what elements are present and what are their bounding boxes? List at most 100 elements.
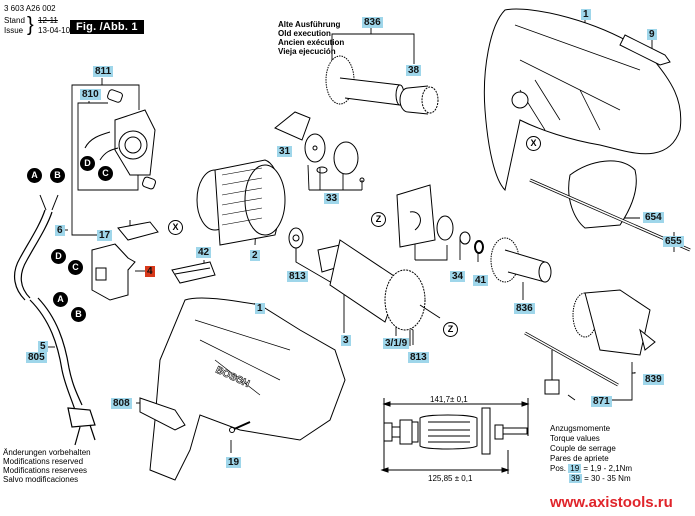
cable-clamp-42: [171, 261, 216, 284]
mod-line-en: Modifications reserved: [3, 457, 84, 466]
power-cable: [13, 209, 96, 446]
part-label-805[interactable]: 805: [26, 352, 47, 363]
modifications-note: Änderungen vorbehalten Modifications res…: [3, 448, 91, 484]
overall-length-dimension: 141,7± 0,1: [430, 395, 468, 404]
leader-836-top: [331, 28, 372, 60]
part-label-1-mid[interactable]: 1: [255, 303, 265, 314]
switch-assembly: [91, 243, 136, 301]
torque-title-fr: Couple de serrage: [550, 444, 616, 453]
old-execution-note: Alte Ausführung Old execution Ancien exé…: [278, 20, 344, 56]
part-label-5[interactable]: 5: [38, 341, 48, 352]
connector-marker-d-switch: D: [51, 249, 66, 264]
drill-chuck-839: [572, 289, 656, 356]
part-label-836-top[interactable]: 836: [362, 17, 383, 28]
part-label-33[interactable]: 33: [324, 193, 340, 204]
note-line-de: Alte Ausführung: [278, 20, 341, 29]
part-label-2[interactable]: 2: [250, 250, 260, 261]
fan-parts-33: [304, 133, 365, 183]
part-label-808[interactable]: 808: [111, 398, 132, 409]
torque-values: Anzugsmomente Torque values Couple de se…: [550, 424, 632, 484]
part-label-871[interactable]: 871: [591, 396, 612, 407]
switch-clip-17: [117, 221, 159, 241]
part-label-9[interactable]: 9: [647, 29, 657, 40]
part-label-42[interactable]: 42: [196, 247, 212, 258]
part-label-34[interactable]: 34: [450, 271, 466, 282]
connector-marker-b-top: B: [50, 168, 65, 183]
part-label-38[interactable]: 38: [406, 65, 422, 76]
mod-line-de: Änderungen vorbehalten: [3, 448, 91, 457]
issue-value: 13-04-10: [38, 26, 71, 35]
gear-836: [490, 237, 552, 283]
part-label-839[interactable]: 839: [643, 374, 664, 385]
stand-value: 12-11: [38, 16, 58, 25]
torque-value-39: = 30 - 35 Nm: [584, 474, 631, 483]
part-label-813-left[interactable]: 813: [287, 271, 308, 282]
housing-half-1-lower: BOSCH: [149, 297, 346, 481]
part-label-836-mid[interactable]: 836: [514, 303, 535, 314]
part-label-31[interactable]: 31: [277, 146, 293, 157]
connector-marker-d-top: D: [80, 156, 95, 171]
mod-line-fr: Modifications reservees: [3, 466, 88, 475]
torque-pos-39[interactable]: 39: [569, 474, 582, 483]
part-label-810[interactable]: 810: [80, 89, 101, 100]
part-label-3-1-9[interactable]: 3/1/9: [383, 338, 410, 349]
torque-row-39: 39 = 30 - 35 Nm: [550, 474, 632, 484]
cable-wires: [39, 194, 59, 211]
connector-marker-z-top: Z: [371, 212, 386, 227]
website-watermark[interactable]: www.axistools.ru: [550, 494, 673, 511]
part-label-41[interactable]: 41: [473, 275, 489, 286]
label-strip-9: [619, 34, 671, 66]
connector-marker-b-switch: B: [71, 307, 86, 322]
connector-marker-x-right: X: [526, 136, 541, 151]
gear-old-execution: [325, 55, 405, 106]
leader-33-c: [309, 168, 321, 191]
part-label-654[interactable]: 654: [643, 212, 664, 223]
leader-871-a: [610, 373, 633, 401]
leader-33-a: [307, 164, 310, 191]
leader-811-right: [102, 84, 140, 110]
torque-title-es: Pares de apriete: [550, 454, 609, 463]
part-label-811[interactable]: 811: [93, 66, 114, 77]
connector-marker-c-switch: C: [68, 260, 83, 275]
leader-lines: [48, 20, 675, 453]
note-line-en: Old execution: [278, 29, 331, 38]
part-label-19[interactable]: 19: [226, 457, 242, 468]
stator-field-2: [196, 159, 286, 246]
connector-marker-a-switch: A: [53, 292, 68, 307]
leader-836-38: [371, 33, 415, 64]
connector-marker-c-top: C: [98, 166, 113, 181]
note-line-es: Vieja ejecución: [278, 47, 336, 56]
torque-value-19: = 1,9 - 2,1Nm: [583, 464, 633, 473]
mod-line-es: Salvo modificaciones: [3, 475, 79, 484]
torque-row-19: Pos. 19 = 1,9 - 2,1Nm: [550, 464, 632, 474]
torque-title-de: Anzugsmomente: [550, 424, 611, 433]
part-label-655[interactable]: 655: [663, 236, 684, 247]
label-strip-808: [139, 397, 186, 431]
screw-19: [229, 421, 251, 433]
pos-label: Pos.: [550, 464, 567, 473]
part-label-1-top[interactable]: 1: [581, 9, 591, 20]
brace: }: [27, 14, 34, 36]
bushing-38: [399, 85, 439, 115]
part-label-17[interactable]: 17: [97, 230, 113, 241]
part-label-813-right[interactable]: 813: [408, 352, 429, 363]
figure-label: Fig. /Abb. 1: [70, 20, 144, 34]
air-guide-31: [274, 111, 311, 141]
armature-3: [288, 227, 441, 331]
torque-pos-19[interactable]: 19: [568, 464, 582, 473]
brush-holder: [84, 89, 157, 190]
stand-label: Stand: [4, 16, 25, 25]
leader-34: [415, 245, 448, 261]
connector-marker-a-top: A: [27, 168, 42, 183]
connector-marker-x-left: X: [168, 220, 183, 235]
bearing-plate-34: [396, 184, 484, 254]
part-label-6[interactable]: 6: [55, 225, 65, 236]
leader-839: [631, 362, 636, 374]
part-label-3[interactable]: 3: [341, 335, 351, 346]
connector-marker-z-bottom: Z: [443, 322, 458, 337]
part-label-4-highlighted[interactable]: 4: [145, 266, 155, 277]
chuck-key-871: [524, 331, 619, 395]
torque-title-en: Torque values: [550, 434, 600, 443]
part-number: 3 603 A26 002: [4, 4, 56, 13]
